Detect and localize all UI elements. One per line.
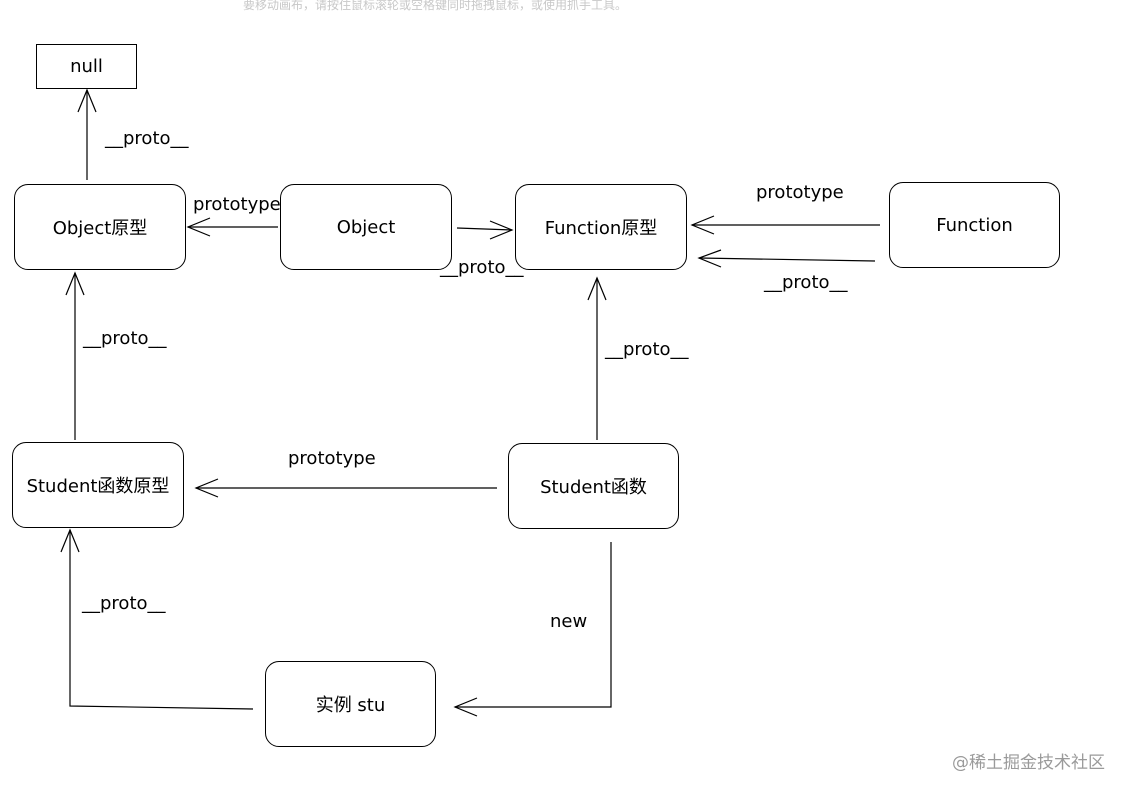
label-function-prototype-edge: prototype	[756, 182, 844, 203]
edge-object-to-function-prototype	[456, 227, 513, 231]
arrowhead-object-prototype	[186, 217, 211, 237]
edge-instance-to-student-prototype	[69, 530, 254, 710]
instance-box: 实例 stu	[265, 661, 436, 747]
arrowhead-student-prototype-from-instance	[60, 528, 80, 553]
label-student-to-student-prototype: prototype	[288, 448, 376, 469]
arrowhead-function-prototype-from-student	[587, 276, 607, 301]
label-object-prototype-to-null: __proto__	[105, 128, 189, 149]
label-object-to-object-prototype: prototype	[193, 194, 281, 215]
arrowhead-null	[77, 88, 97, 113]
label-object-to-function-prototype: __proto__	[440, 257, 524, 278]
arrowhead-instance	[453, 697, 478, 717]
edge-function-to-function-prototype-proto	[698, 257, 876, 262]
canvas-hint-text: 要移动画布，请按住鼠标滚轮或空格键同时拖拽鼠标，或使用抓手工具。	[243, 0, 628, 12]
function-prototype-box: Function原型	[515, 184, 687, 270]
watermark: @稀土掘金技术社区	[952, 753, 1105, 773]
function-box: Function	[889, 182, 1060, 268]
student-function-box: Student函数	[508, 443, 679, 529]
label-student-to-function-prototype: __proto__	[605, 339, 689, 360]
student-prototype-box: Student函数原型	[12, 442, 184, 528]
arrowhead-function-prototype-proto	[697, 249, 722, 268]
label-student-prototype-to-object-prototype: __proto__	[83, 328, 167, 349]
edge-student-to-instance	[455, 542, 612, 708]
arrowhead-student-prototype	[194, 478, 219, 498]
arrowhead-function-prototype-from-object	[489, 220, 514, 240]
arrowhead-function-prototype-prototype	[690, 215, 715, 235]
label-instance-to-student-prototype: __proto__	[82, 593, 166, 614]
label-function-proto-edge: __proto__	[764, 272, 848, 293]
object-box: Object	[280, 184, 452, 270]
label-student-to-instance: new	[550, 611, 588, 632]
arrowhead-object-prototype-from-student-prototype	[65, 271, 85, 296]
object-prototype-box: Object原型	[14, 184, 186, 270]
null-box: null	[36, 44, 137, 89]
